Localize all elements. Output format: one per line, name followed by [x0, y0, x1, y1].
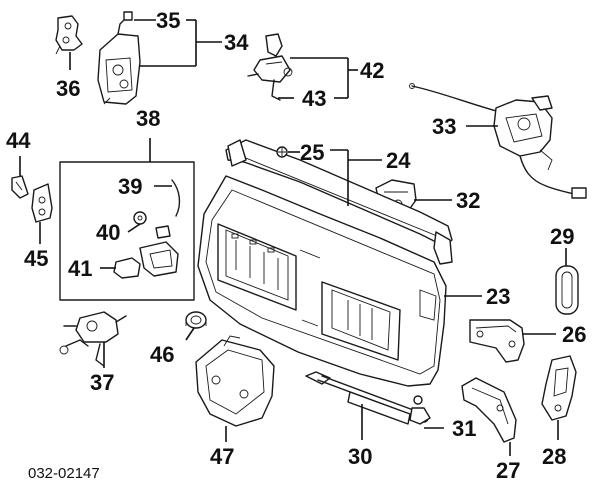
part-36-bracket	[55, 15, 83, 55]
label-39: 39	[118, 174, 142, 199]
leader-lines	[19, 19, 567, 456]
part-44-clip	[11, 175, 29, 199]
label-36: 36	[56, 76, 80, 101]
label-42: 42	[360, 58, 384, 83]
label-34: 34	[224, 30, 249, 55]
label-40: 40	[96, 220, 120, 245]
label-29: 29	[550, 224, 574, 249]
label-43: 43	[302, 86, 326, 111]
label-37: 37	[90, 370, 114, 395]
label-30: 30	[348, 444, 372, 469]
part-34-latch-actuator	[97, 11, 141, 105]
diagram-code: 032-02147	[28, 465, 100, 482]
label-44: 44	[6, 128, 31, 153]
part-45-bracket	[31, 183, 53, 223]
part-46-bushing	[185, 311, 207, 329]
part-28-latch-bracket	[541, 355, 577, 421]
label-31: 31	[452, 416, 476, 441]
label-38: 38	[136, 106, 160, 131]
part-29-grommet	[555, 265, 579, 315]
part-33-lock-actuator	[409, 83, 587, 199]
label-27: 27	[496, 458, 520, 483]
part-37-lock-cylinder	[59, 311, 127, 367]
label-23: 23	[486, 284, 510, 309]
part-26-hinge	[469, 319, 525, 363]
label-32: 32	[456, 188, 480, 213]
part-24-upper-garnish	[225, 139, 453, 265]
label-26: 26	[562, 322, 586, 347]
label-24: 24	[386, 148, 411, 173]
label-33: 33	[432, 114, 456, 139]
part-labels: 35 34 36 42 43 33 38 44 25 24 39 32 40 2…	[6, 8, 586, 483]
label-25: 25	[300, 140, 324, 165]
part-23-tailgate-panel	[197, 175, 447, 387]
part-30-gas-strut	[305, 371, 429, 425]
label-45: 45	[24, 246, 48, 271]
part-27-hinge-arm	[461, 377, 517, 443]
part-38-group-box	[59, 161, 195, 301]
part-47-lower-bracket	[195, 335, 275, 427]
label-41: 41	[68, 256, 92, 281]
part-31-clip	[409, 395, 431, 425]
label-28: 28	[542, 444, 566, 469]
label-47: 47	[210, 444, 234, 469]
label-35: 35	[156, 8, 180, 33]
part-41-handle	[113, 241, 179, 279]
label-46: 46	[150, 342, 174, 367]
part-39-rod	[171, 179, 181, 217]
part-42-release-assembly	[247, 33, 293, 101]
